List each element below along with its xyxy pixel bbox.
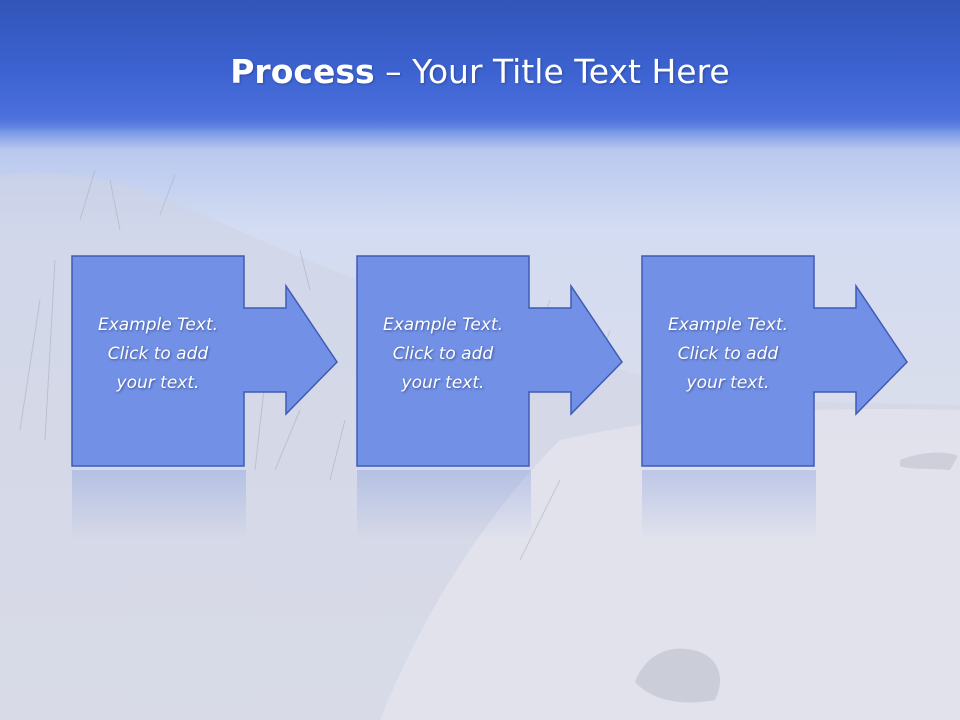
step-line-2: Click to add [677, 344, 779, 364]
step-line-1: Example Text. [667, 315, 789, 335]
step-line-3: your text. [116, 373, 200, 393]
step-line-3: your text. [686, 373, 770, 393]
step-line-3: your text. [401, 373, 485, 393]
header-band [0, 0, 960, 132]
slide-title[interactable]: Process – Your Title Text Here [0, 52, 960, 91]
step-arrow-shape [641, 255, 908, 467]
step-text: Example Text. Click to add your text. [642, 311, 814, 398]
process-step-3[interactable]: Example Text. Click to add your text. [641, 255, 908, 467]
process-step-2[interactable]: Example Text. Click to add your text. [356, 255, 623, 467]
step-arrow-shape [71, 255, 338, 467]
title-rest: – Your Title Text Here [374, 52, 730, 91]
step-arrow-shape [356, 255, 623, 467]
title-strong: Process [230, 52, 375, 91]
step-line-2: Click to add [107, 344, 209, 364]
process-step-1[interactable]: Example Text. Click to add your text. [71, 255, 338, 467]
step-reflection-3 [642, 470, 816, 540]
step-reflection-1 [72, 470, 246, 540]
step-reflection-2 [357, 470, 531, 540]
step-line-1: Example Text. [382, 315, 504, 335]
step-text: Example Text. Click to add your text. [72, 311, 244, 398]
step-line-1: Example Text. [97, 315, 219, 335]
step-line-2: Click to add [392, 344, 494, 364]
step-text: Example Text. Click to add your text. [357, 311, 529, 398]
